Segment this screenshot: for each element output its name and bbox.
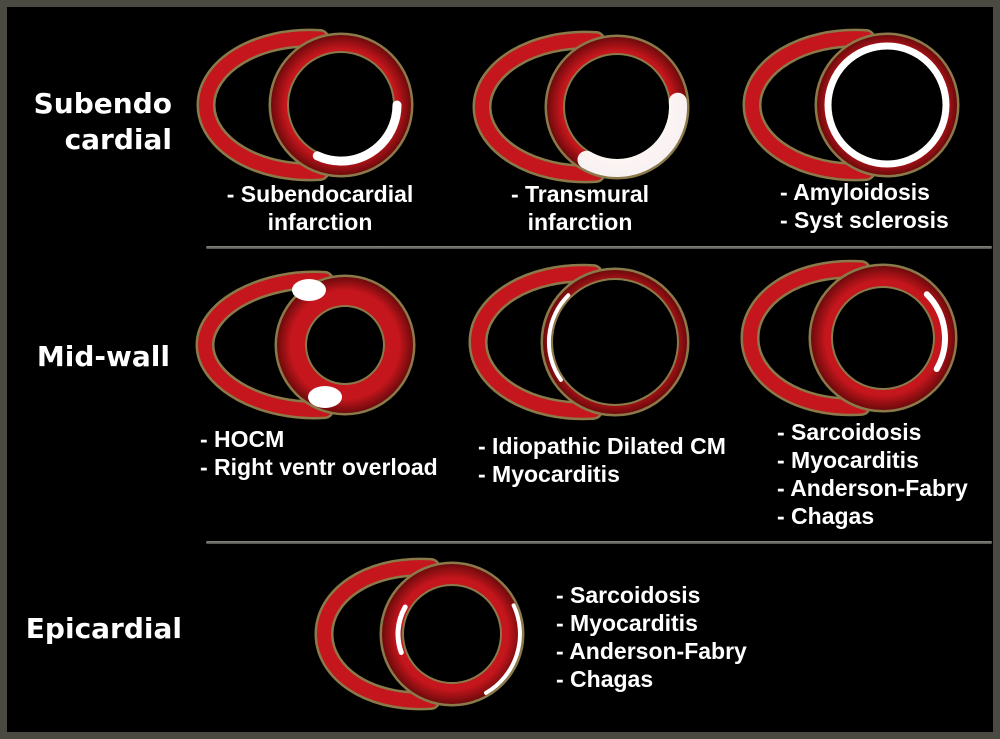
caption-amyloidosis: - Amyloidosis - Syst sclerosis (780, 178, 980, 234)
caption-epicardial: - Sarcoidosis - Myocarditis - Anderson-F… (556, 581, 776, 693)
left-ventricle-cavity (831, 49, 943, 161)
caption-transmural-infarction: - Transmural infarction (470, 180, 690, 236)
enhancement-septal-insertion-bottom (308, 386, 342, 408)
heart-amyloidosis (742, 28, 960, 182)
left-ventricle-cavity (289, 53, 393, 157)
right-ventricle-wall (197, 273, 332, 417)
caption-line: - Syst sclerosis (780, 207, 949, 233)
heart-epicardial (314, 557, 525, 711)
caption-line: - Myocarditis (777, 447, 919, 473)
enhancement-epicardial-lateral (484, 603, 522, 695)
caption-line: - Chagas (777, 503, 875, 529)
caption-line: - Right ventr overload (200, 454, 438, 480)
right-ventricle-wall (744, 31, 873, 179)
section-label-line: cardial (64, 123, 172, 156)
left-ventricle-cavity (307, 307, 383, 383)
section-divider (206, 541, 992, 544)
heart-hocm (195, 270, 416, 420)
caption-line: - Sarcoidosis (556, 582, 701, 608)
enhancement-diffuse-subendocardial (824, 42, 950, 168)
right-ventricle-wall (474, 33, 603, 181)
caption-line: - Myocarditis (478, 461, 620, 487)
caption-dilated-cm: - Idiopathic Dilated CM - Myocarditis (478, 432, 748, 488)
section-label-line: Epicardial (25, 612, 182, 645)
caption-line: - HOCM (200, 426, 285, 452)
caption-line: - Amyloidosis (780, 179, 930, 205)
caption-line: - Transmural (510, 181, 650, 207)
enhancement-subendocardial (312, 100, 402, 166)
right-ventricle-wall (742, 262, 869, 414)
section-label-line: Mid-wall (36, 340, 170, 373)
enhancement-septal-insertion-top (292, 279, 326, 301)
section-divider (206, 246, 992, 249)
right-ventricle-wall (198, 31, 327, 179)
left-ventricle-cavity (565, 55, 669, 159)
caption-line: - Subendocardial (226, 181, 414, 207)
caption-line: - Anderson-Fabry (556, 638, 747, 664)
caption-line: - Idiopathic Dilated CM (478, 433, 726, 459)
caption-line: - Anderson-Fabry (777, 475, 968, 501)
caption-line: infarction (527, 209, 633, 235)
heart-sarcoidosis-midwall (740, 259, 958, 417)
heart-dilated-cm (468, 263, 690, 421)
caption-line: infarction (267, 209, 373, 235)
section-label-line: Subendo (33, 87, 172, 120)
left-ventricle-cavity (553, 280, 677, 404)
enhancement-midwall-lateral (923, 291, 948, 372)
caption-sarcoidosis-midwall: - Sarcoidosis - Myocarditis - Anderson-F… (777, 418, 987, 530)
caption-line: - Myocarditis (556, 610, 698, 636)
section-label-mid-wall: Mid-wall (20, 339, 170, 375)
caption-hocm: - HOCM - Right ventr overload (200, 425, 460, 481)
right-ventricle-wall (470, 266, 601, 418)
caption-subendocardial-infarction: - Subendocardial infarction (200, 180, 440, 236)
heart-subendocardial-infarction (196, 28, 414, 182)
left-ventricle-cavity (404, 586, 500, 682)
section-label-epicardial: Epicardial (10, 611, 182, 647)
heart-transmural-infarction (472, 30, 690, 184)
enhancement-transmural (577, 92, 688, 177)
caption-line: - Sarcoidosis (777, 419, 922, 445)
enhancement-epicardial-septal (395, 604, 408, 655)
right-ventricle-wall (316, 560, 438, 708)
section-label-subendocardial: Subendo cardial (20, 86, 172, 158)
caption-line: - Chagas (556, 666, 654, 692)
enhancement-midwall-septal (546, 293, 571, 382)
left-ventricle-cavity (833, 288, 933, 388)
